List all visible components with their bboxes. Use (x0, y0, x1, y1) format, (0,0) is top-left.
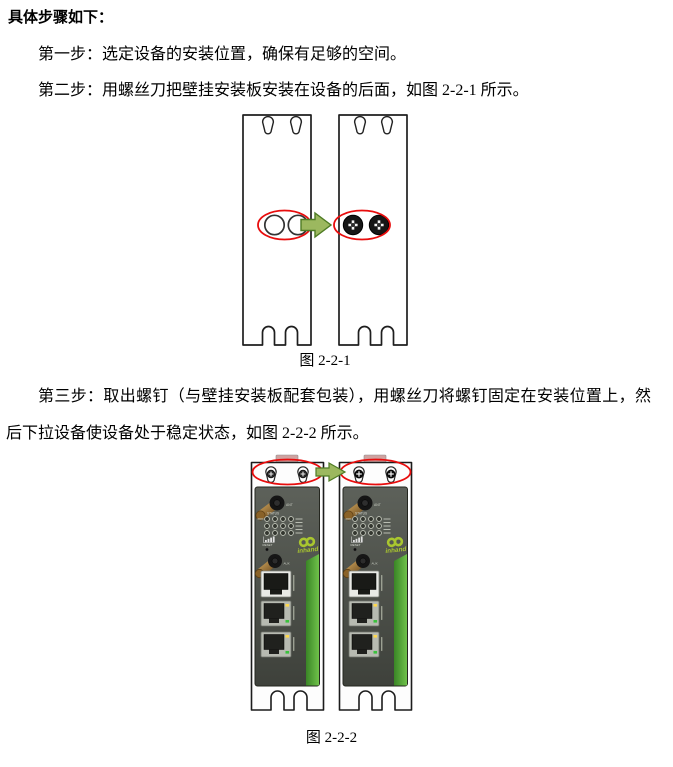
phillips-screw-icon (342, 214, 364, 236)
screw-hole (263, 214, 286, 236)
keyhole-slot-icon (380, 115, 394, 135)
keyhole-slot-icon (353, 115, 367, 135)
figure-2-2-2: ANT STATUS (250, 452, 413, 747)
keyhole-slot-icon (261, 115, 275, 135)
device-right (340, 455, 412, 710)
arrow-right-icon (300, 211, 333, 239)
figure-2-caption: 图 2-2-2 (305, 730, 358, 746)
phillips-screw-icon (368, 214, 390, 236)
mounting-plate-diagram (242, 114, 408, 346)
figure-2-2-1: 图 2-2-1 (241, 113, 409, 370)
document-page: 具体步骤如下： 第一步：选定设备的安装位置，确保有足够的空间。 第二步：用螺丝刀… (6, 10, 651, 747)
section-heading: 具体步骤如下： (8, 10, 114, 26)
mount-plate-screwed (333, 114, 408, 346)
keyhole-slot-icon (289, 115, 303, 135)
highlight-ellipse (333, 209, 391, 241)
step-2-text: 第二步：用螺丝刀把壁挂安装板安装在设备的后面，如图 2-2-1 所示。 (38, 82, 529, 99)
figure-1-caption: 图 2-2-1 (299, 353, 351, 369)
device-right-fastened-screws (354, 469, 396, 479)
device-mounting-diagram: ANT STATUS (250, 452, 413, 714)
step-1-text: 第一步：选定设备的安装位置，确保有足够的空间。 (38, 46, 407, 63)
arrow-right-icon (315, 461, 347, 483)
device-left (252, 455, 324, 710)
step-3-text: 第三步：取出螺钉（与壁挂安装板配套包装），用螺丝刀将螺钉固定在安装位置上，然后下… (6, 388, 651, 442)
